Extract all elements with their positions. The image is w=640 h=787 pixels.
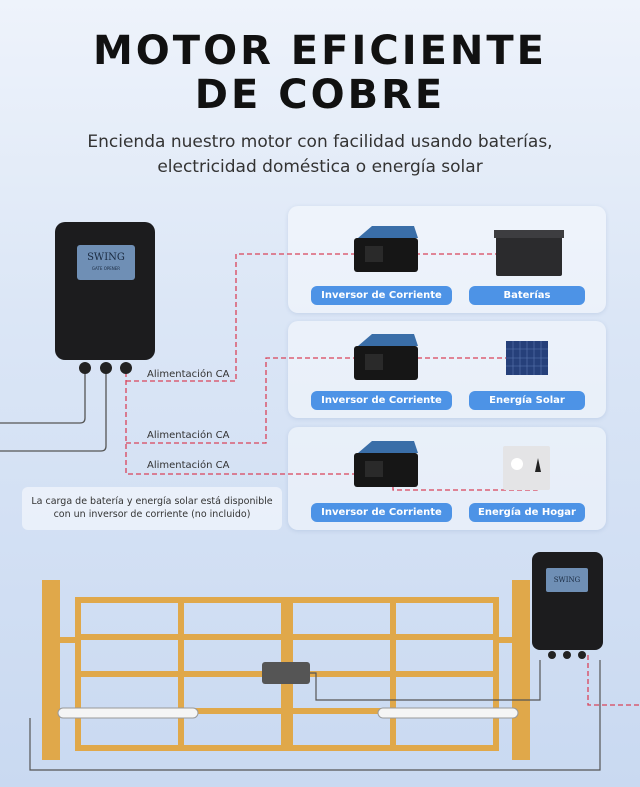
outlet-line [392,470,538,491]
title-line-1: MOTOR EFICIENTE [92,28,547,74]
inverter-label-solar: Inversor de Corriente [311,391,452,410]
connection-label: Alimentación CA [147,460,230,471]
home-power-label: Energía de Hogar [469,503,585,522]
inverter-icon [354,441,418,487]
control-box-icon: SWING GATE OPENER [55,222,155,374]
gate-post-left [42,580,60,760]
control-box-small-icon: SWING [532,552,603,659]
solar-panel-icon [506,341,548,375]
inverter-label-home: Inversor de Corriente [311,503,452,522]
inverter-note: La carga de batería y energía solar está… [22,487,282,530]
solar-label: Energía Solar [469,391,585,410]
connection-label: Alimentación CA [147,430,230,441]
battery-icon [494,230,564,276]
battery-label: Baterías [469,286,585,305]
motor-wire-2 [0,368,107,452]
motor-wire-1 [0,368,86,424]
title-line-2: DE COBRE [194,72,446,118]
gate-lock-icon [262,662,310,684]
subtitle-line-1: Encienda nuestro motor con facilidad usa… [87,132,553,152]
gate-actuator-left [57,707,199,719]
power-line-1 [126,253,500,382]
svg-text:GATE OPENER: GATE OPENER [92,266,120,271]
wall-outlet-icon [503,446,550,490]
connection-label: Alimentación CA [147,369,230,380]
gate-post-right [512,580,530,760]
control-box-brand: SWING [87,252,125,263]
gate-power-line [587,655,640,706]
inverter-icon [354,334,418,380]
inverter-icon [354,226,418,272]
gate-actuator-right [377,707,519,719]
subtitle-line-2: electricidad doméstica o energía solar [157,157,483,177]
power-line-3 [125,372,360,475]
svg-text:SWING: SWING [554,576,581,584]
inverter-label-battery: Inversor de Corriente [311,286,452,305]
